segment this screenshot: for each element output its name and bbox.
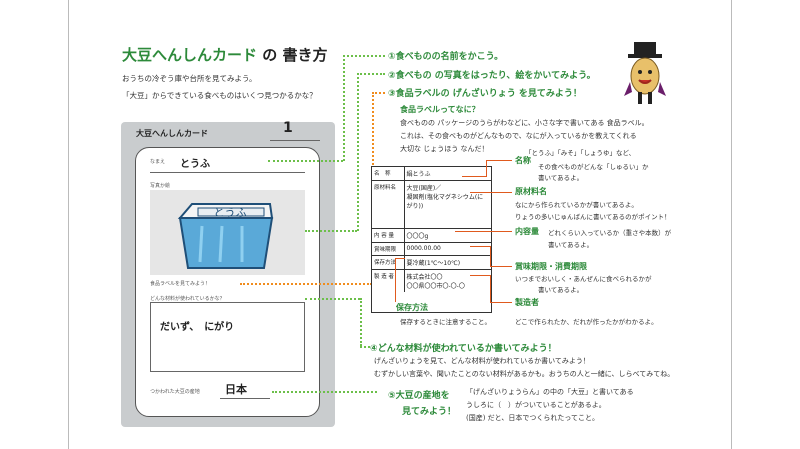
callout-volume <box>455 231 512 232</box>
connector-2b <box>357 73 359 231</box>
callout-date <box>470 246 490 247</box>
materials-title: 原材料名 <box>515 187 547 196</box>
maker-txt: どこで作られたか、だれが作ったかがわかるよ。 <box>515 318 658 326</box>
callout-maker-v <box>490 275 491 303</box>
materials-txt-2: りょうの多いじゅんばんに書いてあるのがポイント！ <box>515 213 671 221</box>
mascot-icon <box>624 42 666 104</box>
origin-underline <box>220 398 270 399</box>
callout-date-v <box>490 246 491 266</box>
step-3-text: ③食品ラベルの げんざいりょう を見てみよう！ <box>388 89 582 99</box>
step-4-line-1: げんざいりょうを見て、どんな材料が使われているか書いてみよう！ <box>374 357 590 365</box>
step-5-line-1: 「げんざいりょうらん」の中の「大豆」と書いてある <box>466 388 634 396</box>
label-info-line-3: 大切な じょうほう なんだ！ <box>400 145 489 153</box>
connector-5 <box>272 391 377 393</box>
step-4-text: ④どんな材料が使われているか書いてみよう！ <box>370 344 557 354</box>
step-5-text-b: 見てみよう！ <box>402 407 457 417</box>
callout-name <box>462 176 486 177</box>
callout-maker <box>470 275 490 276</box>
callout-maker-h <box>490 302 512 303</box>
step-2-text: ②食べもの の写真をはったり、絵をかいてみよう。 <box>388 71 596 81</box>
volume-txt-1: どれくらい入っているか（重さや本数）が <box>548 229 672 237</box>
origin-label: つかわれた大豆の産地 <box>150 389 200 395</box>
name-txt-2: その食べものがどんな「しゅるい」か <box>538 163 649 171</box>
intro-text-2: 「大豆」からできている食べものはいくつ見つかるかな？ <box>122 91 317 100</box>
name-txt-3: 書いてあるよ。 <box>538 174 584 182</box>
callout-storage-h <box>395 258 405 259</box>
label-info-heading: 食品ラベルってなに？ <box>400 105 480 114</box>
maker-title: 製造者 <box>515 298 539 307</box>
storage-txt: 保存するときに注意すること。 <box>400 318 491 326</box>
step-1-text: ①食べものの名前をかこう。 <box>388 52 504 62</box>
materials-value: だいず、 にがり <box>160 322 235 333</box>
materials-label: どんな材料が使われているかな？ <box>150 296 225 302</box>
callout-materials <box>470 192 512 193</box>
label-row-storage: 保存方法要冷蔵(1℃〜10℃) <box>372 255 491 270</box>
step-5-line-3: (国産) だと、日本でつくられたってこと。 <box>466 414 600 422</box>
step-4-line-2: むずかしい言葉や、聞いたことのない材料があるかも。おうちの人と一緒に、しらべてみ… <box>374 370 675 378</box>
volume-txt-2: 書いてあるよ。 <box>548 241 594 249</box>
name-underline <box>150 172 305 173</box>
origin-value: 日本 <box>225 383 247 396</box>
page-title: 大豆へんしんカード の 書き方 <box>122 46 328 64</box>
card-number-underline <box>270 140 320 141</box>
connector-4a <box>305 298 360 300</box>
callout-date-h <box>490 266 512 267</box>
label-row-materials: 原材料名大豆(国産)／ 凝固剤(塩化マグネシウム(にがり)) <box>372 180 491 229</box>
connector-4b <box>360 298 362 346</box>
callout-name-h <box>486 160 512 161</box>
photo-label: 写真か絵 <box>150 183 171 189</box>
connector-2a <box>305 230 357 232</box>
step-5-line-2: うしろに（ ）がついていることがあるよ。 <box>466 401 606 409</box>
connector-2c <box>357 73 385 75</box>
materials-txt-1: なにから作られているかが書いてあるよ。 <box>515 201 638 209</box>
name-title: 名称 <box>515 156 531 165</box>
label-info-line-2: これは、その食べものがどんなもので、なにが入っているかを教えてくれる <box>400 132 637 140</box>
callout-storage-v <box>395 258 396 302</box>
tofu-illustration: とうふ <box>177 203 274 269</box>
card-number: 1 <box>283 120 293 136</box>
label-row-name: 名 称絹とうふ <box>372 167 491 181</box>
date-txt-2: 書いてあるよ。 <box>538 286 584 294</box>
label-prompt: 食品ラベルを見てみよう！ <box>150 281 211 287</box>
connector-4c <box>360 346 370 348</box>
food-label-table: 名 称絹とうふ 原材料名大豆(国産)／ 凝固剤(塩化マグネシウム(にがり)) 内… <box>371 166 492 313</box>
date-txt-1: いつまでおいしく・あんぜんに食べられるかが <box>515 275 652 283</box>
card-title: 大豆へんしんカード <box>136 129 208 138</box>
connector-3a <box>240 283 372 285</box>
materials-box <box>150 302 305 372</box>
storage-title: 保存方法 <box>396 303 428 312</box>
connector-1a <box>268 160 343 162</box>
label-row-volume: 内 容 量〇〇〇g <box>372 228 491 243</box>
volume-title: 内容量 <box>515 227 539 236</box>
callout-name-v <box>486 160 487 177</box>
label-info-line-1: 食べものの パッケージのうらがわなどに、小さな字で書いてある 食品ラベル。 <box>400 119 649 127</box>
intro-text-1: おうちの冷ぞう庫や台所を見てみよう。 <box>122 74 257 83</box>
name-txt-1: 「とうふ」「みそ」「しょうゆ」など、 <box>525 149 636 157</box>
tofu-lid-text: とうふ <box>214 206 247 219</box>
name-value: とうふ <box>180 159 210 170</box>
date-title: 賞味期限・消費期限 <box>515 262 587 271</box>
connector-1c <box>343 55 385 57</box>
step-5-text-a: ⑤大豆の産地を <box>388 391 450 401</box>
label-row-maker: 製 造 者株式会社〇〇 〇〇県〇〇市〇-〇-〇 <box>372 269 491 292</box>
name-label: なまえ <box>150 159 166 165</box>
connector-1b <box>343 55 345 161</box>
connector-3c <box>372 92 385 94</box>
